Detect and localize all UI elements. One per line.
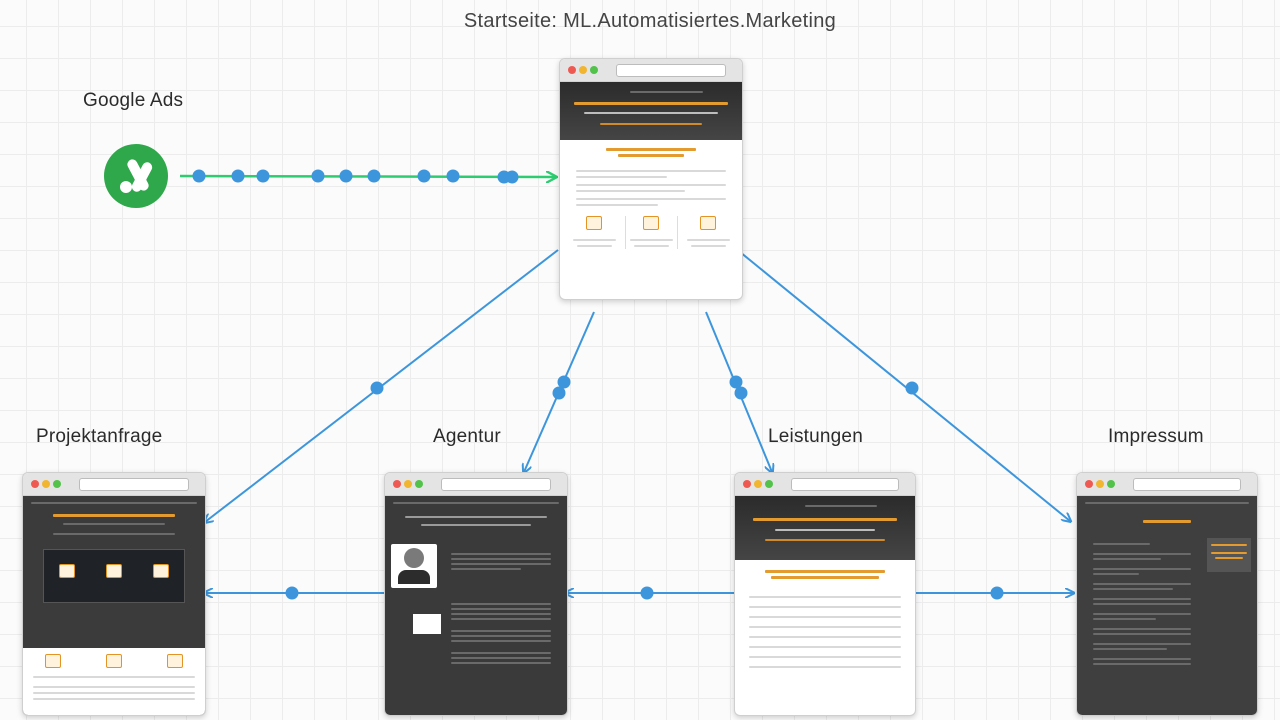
label-projektanfrage: Projektanfrage xyxy=(36,426,163,447)
projektanfrage-thumbnail[interactable] xyxy=(22,472,206,716)
label-impressum: Impressum xyxy=(1108,426,1204,447)
google-ads-icon[interactable] xyxy=(104,144,168,208)
edge-google-ads-to-start xyxy=(179,169,556,184)
edge-start-to-impressum xyxy=(739,251,1070,521)
impressum-thumbnail[interactable] xyxy=(1076,472,1258,716)
label-agentur: Agentur xyxy=(433,426,501,447)
diagram-title: Startseite: ML.Automatisiertes.Marketing xyxy=(463,10,837,32)
leistungen-thumbnail[interactable] xyxy=(734,472,916,716)
startseite-thumbnail[interactable] xyxy=(559,58,743,300)
agentur-thumbnail[interactable] xyxy=(384,472,568,716)
label-google-ads: Google Ads xyxy=(83,90,184,111)
label-leistungen: Leistungen xyxy=(768,426,863,447)
